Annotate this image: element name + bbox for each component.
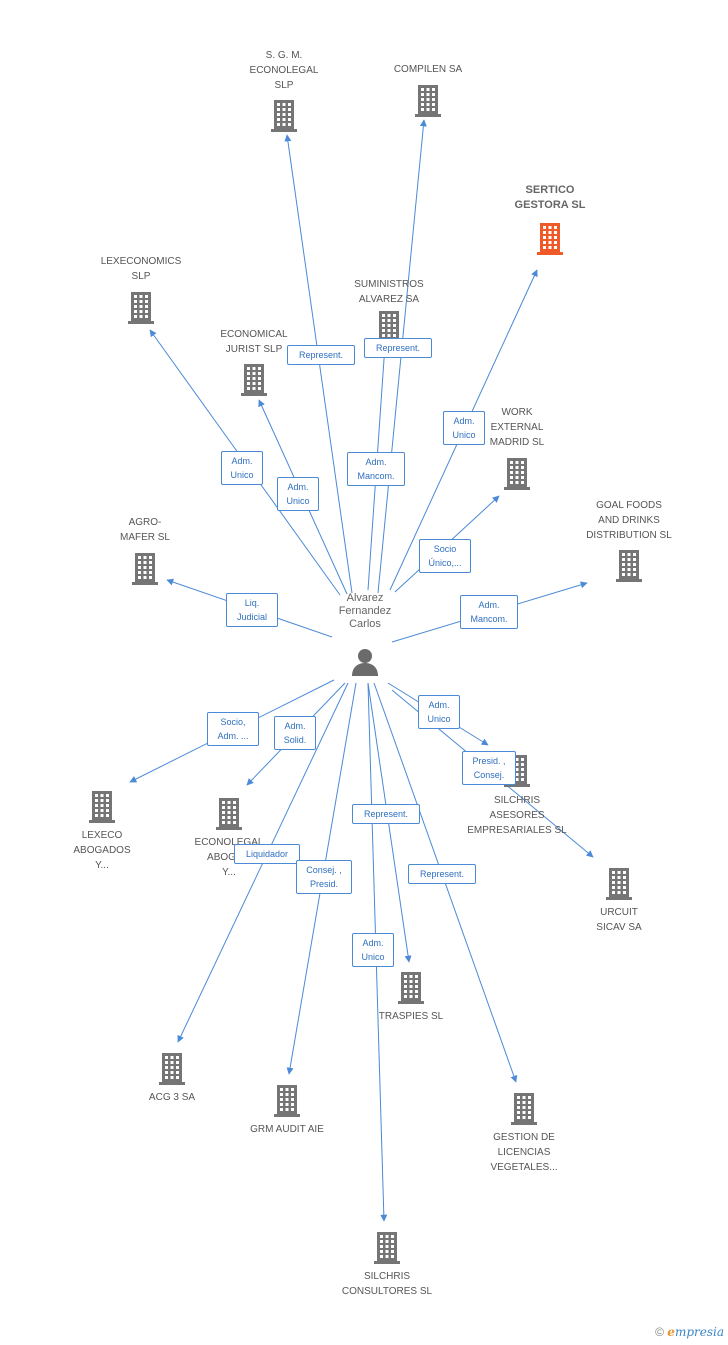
company-node-economical[interactable] <box>239 362 269 401</box>
company-node-compilen[interactable] <box>413 83 443 122</box>
relation-label-silchris_c[interactable]: Adm. Unico <box>352 933 394 967</box>
company-label-silchris_ae[interactable]: SILCHRIS ASESORES EMPRESARIALES SL <box>467 795 567 836</box>
company-label-grm[interactable]: GRM AUDIT AIE <box>250 1124 324 1135</box>
company-label-lexeco[interactable]: LEXECO ABOGADOS Y... <box>73 830 131 871</box>
relation-label-suministros[interactable]: Adm. Mancom. <box>347 452 405 486</box>
relation-label-lexeco[interactable]: Socio, Adm. ... <box>207 712 259 746</box>
company-node-econolegal[interactable] <box>214 796 244 835</box>
relation-label-sertico[interactable]: Adm. Unico <box>443 411 485 445</box>
relation-label-compilen[interactable]: Represent. <box>364 338 432 358</box>
building-icon <box>398 972 424 1004</box>
building-icon <box>89 791 115 823</box>
company-node-goal[interactable] <box>614 548 644 587</box>
company-node-work[interactable] <box>502 456 532 495</box>
relation-label-traspies[interactable]: Represent. <box>352 804 420 824</box>
company-node-silchris_c[interactable] <box>372 1230 402 1269</box>
relation-label-urcuit[interactable]: Presid. , Consej. <box>462 751 516 785</box>
company-node-sgm[interactable] <box>269 98 299 137</box>
building-icon <box>274 1085 300 1117</box>
relation-label-economical[interactable]: Adm. Unico <box>277 477 319 511</box>
company-label-suministros[interactable]: SUMINISTROS ALVAREZ SA <box>354 279 424 305</box>
company-label-traspies[interactable]: TRASPIES SL <box>378 1011 444 1022</box>
company-node-lexeco[interactable] <box>87 789 117 828</box>
company-node-agro[interactable] <box>130 551 160 590</box>
company-node-urcuit[interactable] <box>604 866 634 905</box>
building-icon <box>159 1053 185 1085</box>
relation-label-gestion[interactable]: Represent. <box>408 864 476 884</box>
building-icon <box>132 553 158 585</box>
person-icon[interactable] <box>350 647 380 677</box>
relation-label-silchris_ae[interactable]: Adm. Unico <box>418 695 460 729</box>
company-node-lexeconomics[interactable] <box>126 290 156 329</box>
building-icon <box>376 311 402 343</box>
company-label-sgm[interactable]: S. G. M. ECONOLEGAL SLP <box>249 50 319 91</box>
building-icon <box>537 223 563 255</box>
company-label-gestion[interactable]: GESTION DE LICENCIAS VEGETALES... <box>490 1132 558 1173</box>
copyright-symbol: © <box>655 1325 664 1339</box>
building-icon <box>616 550 642 582</box>
company-label-acg[interactable]: ACG 3 SA <box>148 1092 196 1103</box>
company-label-sertico[interactable]: SERTICO GESTORA SL <box>514 184 586 211</box>
company-label-goal[interactable]: GOAL FOODS AND DRINKS DISTRIBUTION SL <box>586 500 672 541</box>
relation-label-econolegal[interactable]: Adm. Solid. <box>274 716 316 750</box>
building-icon <box>504 458 530 490</box>
building-icon <box>606 868 632 900</box>
company-node-suministros[interactable] <box>374 309 404 348</box>
person-name[interactable]: Alvarez Fernandez Carlos <box>338 592 392 630</box>
relation-label-goal[interactable]: Adm. Mancom. <box>460 595 518 629</box>
company-label-work[interactable]: WORK EXTERNAL MADRID SL <box>489 407 545 448</box>
building-icon <box>241 364 267 396</box>
company-node-sertico[interactable] <box>535 221 565 260</box>
company-node-gestion[interactable] <box>509 1091 539 1130</box>
building-icon <box>511 1093 537 1125</box>
company-label-lexeconomics[interactable]: LEXECONOMICS SLP <box>100 256 182 282</box>
company-label-agro[interactable]: AGRO- MAFER SL <box>119 517 170 543</box>
company-node-grm[interactable] <box>272 1083 302 1122</box>
company-node-traspies[interactable] <box>396 970 426 1009</box>
building-icon <box>216 798 242 830</box>
building-icon <box>271 100 297 132</box>
building-icon <box>415 85 441 117</box>
relation-label-agro[interactable]: Liq. Judicial <box>226 593 278 627</box>
company-node-acg[interactable] <box>157 1051 187 1090</box>
building-icon <box>374 1232 400 1264</box>
empresia-logo: empresia <box>667 1325 724 1339</box>
footer-brand[interactable]: © empresia <box>655 1325 724 1339</box>
relation-label-grm[interactable]: Consej. , Presid. <box>296 860 352 894</box>
company-label-econolegal[interactable]: ECONOLEGAL ABOGA... Y... <box>194 837 264 878</box>
building-icon <box>128 292 154 324</box>
company-label-urcuit[interactable]: URCUIT SICAV SA <box>596 907 642 933</box>
relation-label-sgm[interactable]: Represent. <box>287 345 355 365</box>
relation-label-work[interactable]: Socio Único,... <box>419 539 471 573</box>
company-label-compilen[interactable]: COMPILEN SA <box>393 64 463 75</box>
relation-label-acg[interactable]: Liquidador <box>234 844 300 864</box>
company-label-silchris_c[interactable]: SILCHRIS CONSULTORES SL <box>341 1271 433 1297</box>
relation-label-lexeconomics[interactable]: Adm. Unico <box>221 451 263 485</box>
company-label-economical[interactable]: ECONOMICAL JURIST SLP <box>220 329 288 355</box>
